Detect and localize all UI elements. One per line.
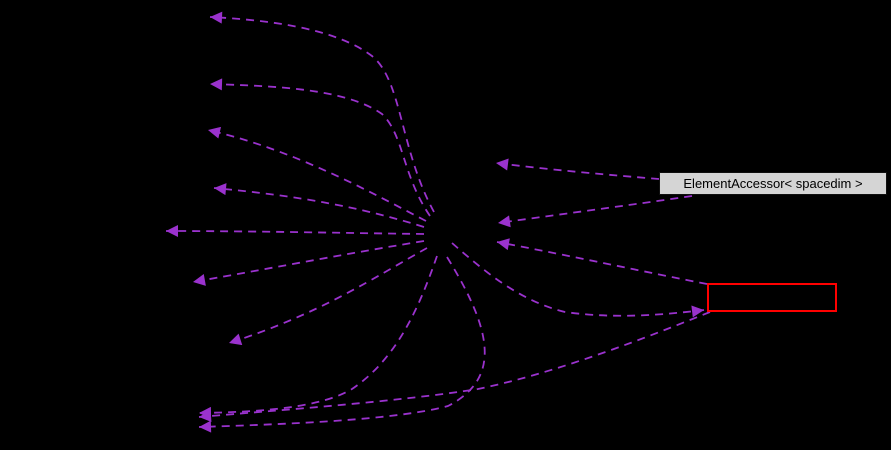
- dependency-edge-elementaccessor-to-center: [497, 195, 693, 228]
- dependency-edge-center-to-bottom-left-1: [198, 255, 438, 419]
- dependency-edge-highlighted-to-bottom-left: [198, 311, 711, 422]
- dependency-edge-highlighted-to-center: [496, 238, 708, 285]
- dependency-edge-center-to-highlighted: [451, 242, 705, 318]
- dependency-edge-center-to-bottom-left-2: [198, 256, 486, 433]
- dependency-edge-center-to-top-left-1: [209, 11, 435, 213]
- dependency-edge-center-to-left-5: [165, 225, 425, 238]
- dependency-edge-elementaccessor-to-upper: [495, 158, 660, 180]
- dependency-edge-center-to-left-6: [192, 240, 425, 286]
- dependency-edge-center-to-top-left-2: [209, 78, 431, 217]
- node-element-accessor[interactable]: ElementAccessor< spacedim >: [659, 172, 887, 195]
- node-highlighted-current: [707, 283, 837, 312]
- dependency-edge-center-to-left-3: [207, 126, 427, 222]
- dependency-edge-center-to-left-4: [213, 183, 425, 228]
- dependency-edge-center-to-left-7: [228, 247, 428, 346]
